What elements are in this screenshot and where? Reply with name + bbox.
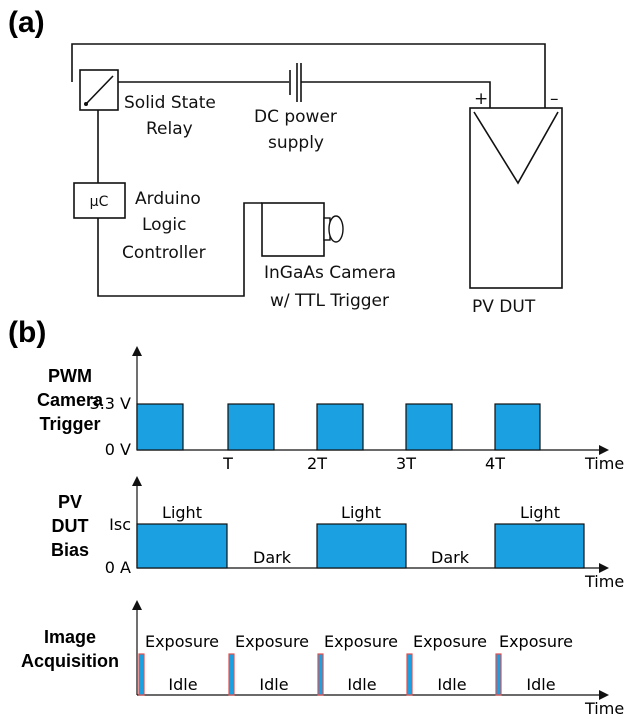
bias-light-blocks: [136, 523, 585, 569]
exposure-label-4: Exposure: [413, 632, 487, 651]
solid-state-relay: [79, 69, 119, 111]
exposure-pulse: [406, 653, 413, 696]
trigger-xtick-3: 3T: [396, 454, 416, 473]
trigger-xlabel: Time: [584, 454, 624, 473]
idle-label-2: Idle: [259, 675, 288, 694]
camera-icon: [261, 202, 344, 257]
trigger-pulse: [494, 403, 541, 451]
light-block: [136, 523, 228, 569]
camera-label-line2: w/ TTL Trigger: [270, 291, 389, 311]
pv-dut-symbol: [469, 107, 563, 289]
trigger-pulse: [227, 403, 275, 451]
panel-a-label: (a): [8, 6, 45, 39]
trigger-pulse: [316, 403, 364, 451]
acq-ylabel-line1: Image: [44, 627, 96, 647]
trigger-xtick-2: 2T: [307, 454, 327, 473]
relay-label-line1: Solid State: [124, 93, 216, 113]
dc-battery-icon: [289, 63, 302, 102]
trigger-xtick-1: T: [222, 454, 233, 473]
exposure-label-2: Exposure: [235, 632, 309, 651]
controller-label-line2: Logic: [142, 215, 186, 235]
power-label-line1: DC power: [254, 107, 337, 127]
dut-label: PV DUT: [472, 297, 536, 317]
exposure-pulse: [317, 653, 324, 696]
trigger-ylabel-line3: Trigger: [39, 414, 100, 434]
dut-plus-sign: +: [474, 89, 488, 109]
relay-label-line2: Relay: [146, 119, 193, 139]
bias-ylabel-line3: Bias: [51, 540, 89, 560]
acq-ylabel-line2: Acquisition: [21, 651, 119, 671]
trigger-ytick-low: 0 V: [105, 440, 131, 459]
light-block: [316, 523, 407, 569]
exposure-label-5: Exposure: [499, 632, 573, 651]
light-block: [494, 523, 585, 569]
controller-label-line1: Arduino: [135, 189, 201, 209]
microcontroller-label: µC: [90, 194, 109, 210]
panel-b-label: (b): [8, 316, 46, 349]
trigger-ylabel-line2: Camera: [37, 390, 104, 410]
bias-state-2: Dark: [253, 548, 292, 567]
acq-axes: [132, 600, 609, 700]
trigger-ytick-high: 3.3 V: [90, 394, 132, 413]
bias-ytick-low: 0 A: [105, 558, 131, 577]
circuit-wires: [71, 43, 546, 297]
controller-label-line3: Controller: [122, 243, 206, 263]
exposure-pulse: [138, 653, 145, 696]
exposure-label-3: Exposure: [324, 632, 398, 651]
bias-ylabel-line1: PV: [58, 492, 82, 512]
idle-label-5: Idle: [526, 675, 555, 694]
camera-label-line1: InGaAs Camera: [264, 263, 396, 283]
exposure-pulse: [228, 653, 235, 696]
exposure-pulse: [495, 653, 502, 696]
idle-label-1: Idle: [168, 675, 197, 694]
bias-ytick-high: Isc: [109, 515, 131, 534]
trigger-pulses: [136, 403, 541, 451]
trigger-pulse: [136, 403, 184, 451]
acq-xlabel: Time: [584, 699, 624, 718]
idle-label-3: Idle: [347, 675, 376, 694]
trigger-pulse: [405, 403, 453, 451]
exposure-pulses: [138, 653, 502, 696]
bias-state-5: Light: [520, 503, 560, 522]
bias-ylabel-line2: DUT: [52, 516, 89, 536]
power-label-line2: supply: [268, 133, 324, 153]
exposure-label-1: Exposure: [145, 632, 219, 651]
bias-xlabel: Time: [584, 572, 624, 591]
idle-label-4: Idle: [437, 675, 466, 694]
bias-state-4: Dark: [431, 548, 470, 567]
dut-minus-sign: –: [550, 89, 559, 109]
bias-state-3: Light: [341, 503, 381, 522]
trigger-ylabel-line1: PWM: [48, 366, 92, 386]
bias-state-1: Light: [162, 503, 202, 522]
microcontroller-box: [73, 182, 126, 219]
trigger-xtick-4: 4T: [485, 454, 505, 473]
